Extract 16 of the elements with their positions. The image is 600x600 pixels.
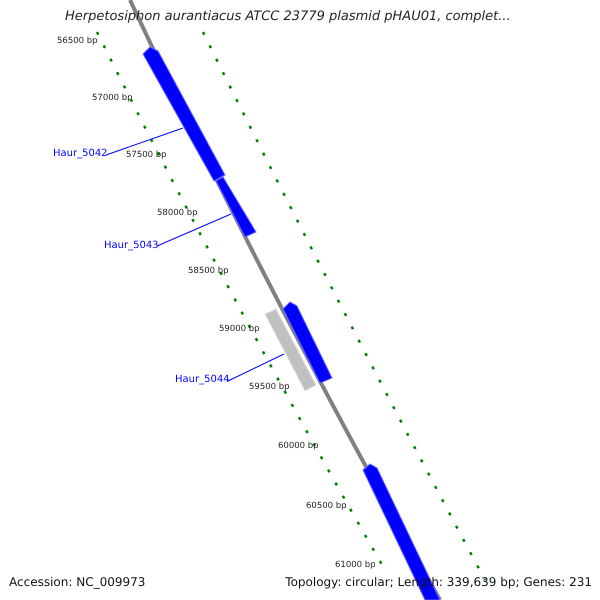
leader-line (106, 128, 184, 156)
scale-label: 60000 bp (278, 441, 319, 451)
scale-label: 59500 bp (249, 382, 290, 392)
gene-label: Haur_5043 (104, 240, 159, 251)
scale-label: 58000 bp (157, 208, 198, 218)
scale-label: 56500 bp (57, 36, 98, 46)
gene-arrow (215, 176, 257, 238)
gene-label: Haur_5044 (175, 374, 230, 385)
scale-label: 61000 bp (335, 560, 376, 570)
scale-label: 57500 bp (126, 150, 167, 160)
leader-line (228, 354, 284, 382)
leader-line (156, 214, 232, 246)
scale-label: 58500 bp (188, 266, 229, 276)
accession-text: Accession: NC_009973 (9, 575, 146, 589)
gene-label: Haur_5042 (53, 148, 108, 159)
gene-arrow (282, 301, 333, 384)
